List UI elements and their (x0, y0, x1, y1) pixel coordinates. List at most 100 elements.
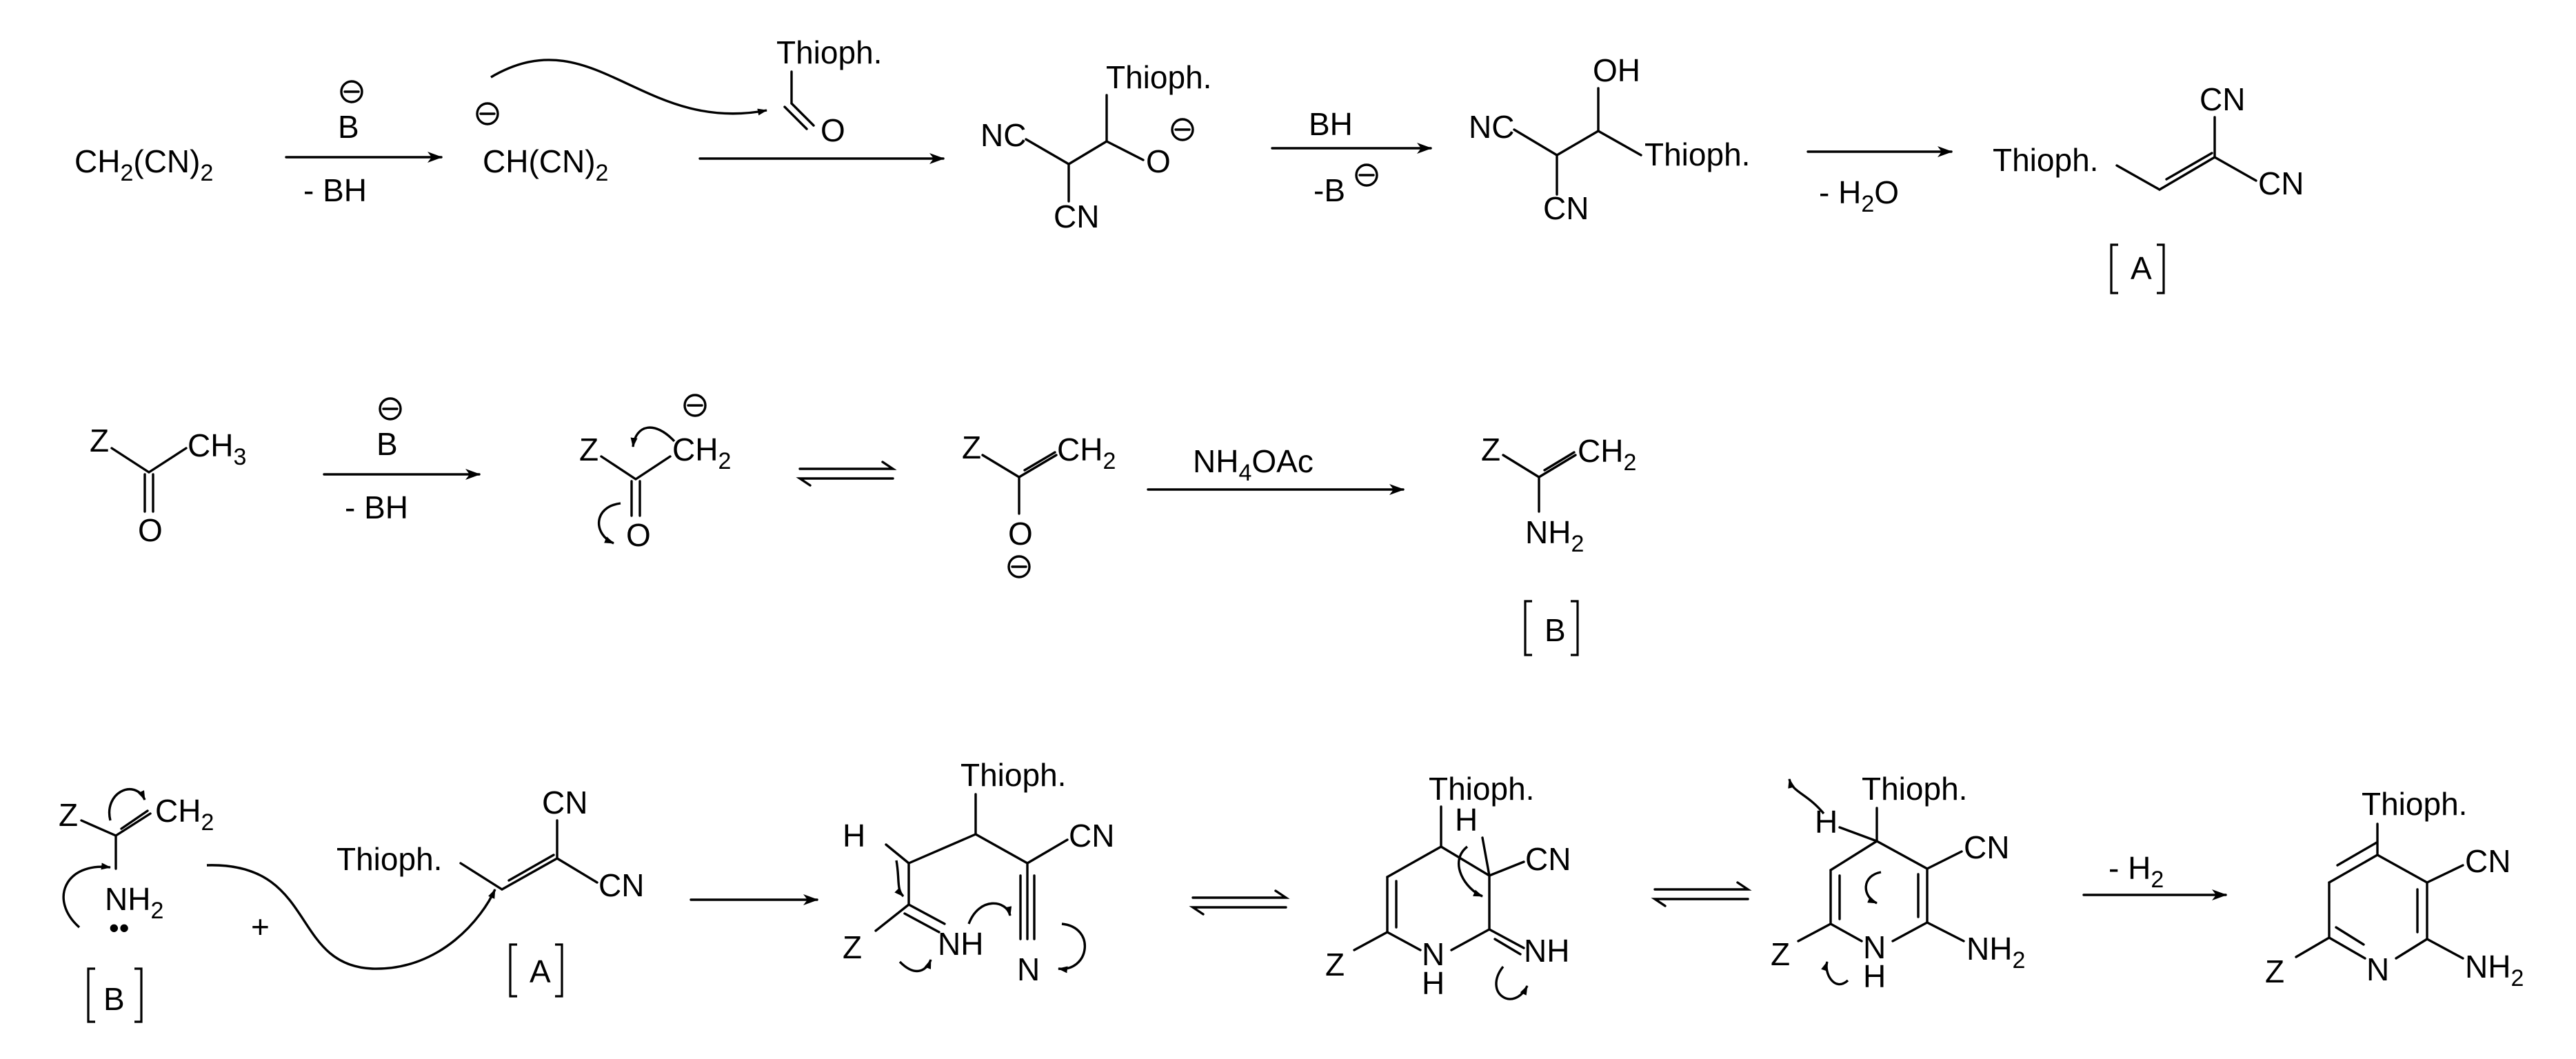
enolate-ch2: CH2 (1057, 432, 1116, 474)
enolate-z: Z (579, 432, 598, 467)
aldehyde-thiophene-label: Thioph. (776, 34, 882, 70)
row-2-enamine-formation: Z CH3 O B - BH Z CH2 O (90, 394, 1636, 656)
arylidene-a-reactant: Thioph. CN CN A (336, 785, 644, 998)
negative-charge-icon (1171, 118, 1194, 141)
thiophene-aldehyde: Thioph. O (776, 34, 882, 148)
minus-b-label: -B (1314, 172, 1345, 208)
cyclized-cn: CN (1525, 841, 1571, 877)
methyl-ketone: Z CH3 O (90, 423, 246, 548)
equilibrium-arrows (1651, 881, 1752, 907)
malononitrile-carbanion: CH(CN)2 (476, 59, 767, 186)
cyclized-n: N (1422, 936, 1445, 972)
cyclized-z: Z (1325, 947, 1345, 982)
adduct-thiophene: Thioph. (960, 757, 1066, 793)
enamine-b: Z CH2 NH2 B (1481, 432, 1636, 656)
product-a-thiophene: Thioph. (1993, 142, 2098, 178)
negative-charge-icon (340, 80, 363, 103)
alcohol-intermediate: NC CN OH Thioph. (1469, 52, 1750, 226)
minus-bh-label: - BH (345, 490, 408, 525)
enolate-carbanion-form: Z CH2 O (579, 394, 731, 553)
base-label: B (376, 426, 398, 462)
equilibrium-arrows (796, 461, 897, 487)
enolate-ch2: CH2 (672, 432, 731, 474)
dihydropyridine-cn: CN (1964, 829, 2009, 865)
adduct-n: N (1017, 951, 1040, 987)
adduct-z: Z (843, 929, 862, 965)
dihydropyridine-n: N (1863, 929, 1886, 965)
alkene-label: A (530, 954, 551, 989)
alkoxide-intermediate: NC CN Thioph. O (980, 59, 1211, 234)
malononitrile-formula: CH2(CN)2 (74, 143, 213, 186)
pyridine-n: N (2366, 951, 2389, 987)
michael-adduct: Thioph. CN N H Z NH (843, 757, 1114, 987)
adduct-cn: CN (1069, 818, 1114, 854)
alkoxide-cn: CN (1054, 199, 1099, 234)
nucleophilic-attack-arrow (490, 59, 767, 116)
enamine-b-reactant: Z CH2 NH2 •• B (59, 787, 214, 1023)
alkene-thiophene: Thioph. (336, 841, 442, 877)
dihydropyridine-intermediate: Thioph. H Z N H CN NH2 (1771, 771, 2025, 994)
dihydropyridine-nh-h: H (1863, 958, 1886, 994)
pyridine-z: Z (2265, 954, 2284, 989)
enamine-nh2: NH2 (1525, 514, 1584, 557)
pyridine-cn: CN (2465, 843, 2510, 879)
bh-label: BH (1309, 106, 1353, 142)
negative-charge-icon (476, 102, 499, 125)
cyclized-h: H (1455, 802, 1478, 838)
alcohol-nc: NC (1469, 109, 1514, 145)
product-a-label: A (2131, 250, 2152, 286)
alkoxide-nc: NC (980, 117, 1026, 153)
deprotonation-arrow-2: B - BH (323, 397, 481, 525)
alkene-cn-top: CN (542, 785, 587, 820)
adduct-nh: NH (938, 926, 983, 962)
cyclized-imine-intermediate: Thioph. Z N H CN H NH (1325, 771, 1571, 1001)
enamine-ch2: CH2 (155, 793, 214, 836)
cyclized-thiophene: Thioph. (1429, 771, 1534, 807)
alkoxide-oxygen: O (1146, 143, 1171, 179)
aminopyridine-product: Thioph. Z N CN NH2 (2265, 786, 2524, 991)
reagent-label: NH4OAc (1193, 443, 1314, 486)
negative-charge-icon (1007, 555, 1031, 578)
base-label: B (338, 109, 359, 145)
negative-charge-icon (1355, 163, 1378, 187)
minus-bh-label: - BH (303, 172, 367, 208)
equilibrium-arrows (1189, 889, 1290, 916)
product-a-cn-top: CN (2200, 81, 2245, 117)
enamine-ch2: CH2 (1578, 433, 1636, 476)
negative-charge-icon (683, 394, 707, 417)
enamine-nh2: NH2 (105, 881, 163, 924)
enamine-label: B (1544, 612, 1566, 648)
dihydropyridine-z: Z (1771, 936, 1790, 972)
alkoxide-thiophene: Thioph. (1106, 59, 1211, 95)
protonation-arrow: BH -B (1271, 106, 1432, 208)
enolate-oxygen: O (626, 517, 651, 553)
deprotonation-arrow-1: B - BH (285, 80, 443, 208)
enolate-z: Z (962, 430, 981, 465)
aldehyde-oxygen: O (821, 112, 845, 148)
dihydropyridine-h: H (1815, 804, 1838, 840)
alcohol-thiophene: Thioph. (1644, 137, 1750, 172)
pyridine-thiophene: Thioph. (2362, 786, 2467, 822)
row-1-knoevenagel: CH2(CN)2 B - BH CH(CN)2 Thioph. O NC (74, 34, 2304, 294)
plus-sign: + (251, 909, 270, 945)
carbanion-formula: CH(CN)2 (483, 143, 608, 186)
enolate-oxygen-form: Z CH2 O (962, 430, 1116, 578)
ammonium-acetate-arrow: NH4OAc (1147, 443, 1405, 495)
dehydration-arrow: - H2O (1807, 146, 1953, 217)
oxidation-arrow: - H2 (2082, 850, 2227, 900)
minus-water-label: - H2O (1819, 174, 1899, 217)
dihydropyridine-thiophene: Thioph. (1862, 771, 1967, 807)
product-a-arylidene-malononitrile: Thioph. CN CN A (1993, 81, 2304, 294)
lone-pair-dots: •• (109, 911, 129, 944)
alcohol-cn: CN (1543, 190, 1589, 226)
adduct-h: H (843, 818, 865, 854)
minus-hydrogen-label: - H2 (2109, 850, 2164, 893)
dihydropyridine-nh2: NH2 (1966, 931, 2025, 974)
ketone-ch3: CH3 (188, 427, 246, 470)
alkene-cn-bottom: CN (598, 867, 644, 903)
alcohol-oh: OH (1593, 52, 1640, 88)
enamine-z: Z (1481, 432, 1500, 467)
ketone-oxygen: O (138, 512, 163, 548)
negative-charge-icon (379, 397, 402, 421)
